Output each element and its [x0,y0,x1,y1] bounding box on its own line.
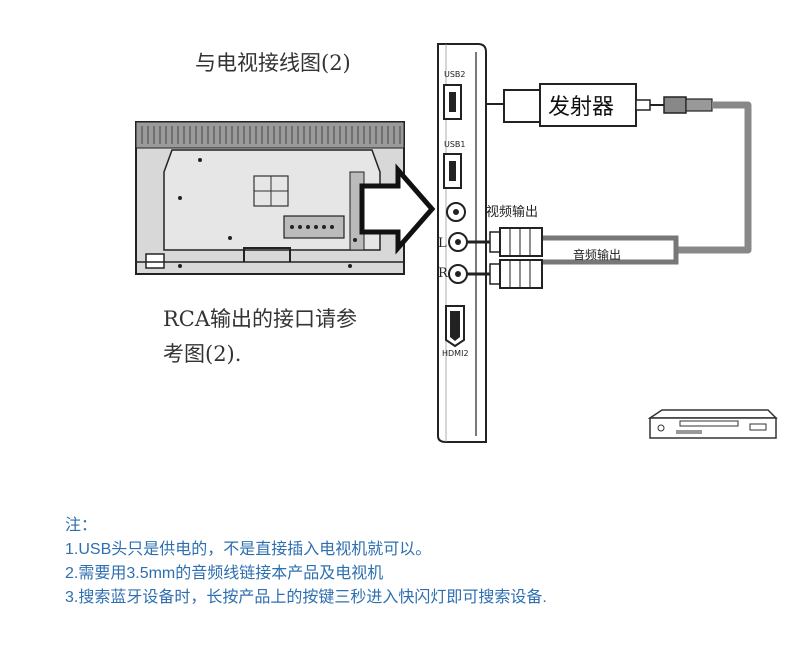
notes-heading: 注： [65,517,98,534]
hdmi-label: HDMI2 [442,349,469,358]
transmitter-label: 发射器 [548,95,614,120]
diagram-title: 与电视接线图(2) [195,51,351,75]
note-item-2: 2.需要用3.5mm的音频线链接本产品及电视机 [65,565,384,582]
note-item-1: 1.USB头只是供电的，不是直接插入电视机就可以。 [65,541,432,558]
transmitter-jack [635,99,651,111]
rca-plug-right [467,259,543,289]
dvd-player-icon [647,409,778,439]
notes-section: 注： 1.USB头只是供电的，不是直接插入电视机就可以。 2.需要用3.5mm的… [65,514,785,610]
audio-right-jack-center [455,271,461,277]
usb1-label: USB1 [444,140,466,149]
rca-plug-left [467,227,543,257]
caption-line-1: RCA输出的接口请参 [163,307,357,331]
hdmi-port-inner [450,311,460,341]
audio-cable-long [676,101,752,254]
usb1-port-inner [449,161,456,181]
pointer-arrow [359,163,436,255]
caption-line-2: 考图(2). [163,342,241,366]
video-rca-jack-center [453,209,459,215]
left-channel-label: L [438,236,447,251]
note-item-3: 3.搜索蓝牙设备时，长按产品上的按键三秒进入快闪灯即可搜索设备. [65,589,547,606]
audio-out-label: 音频输出 [573,247,621,262]
tv-back-illustration [135,121,405,275]
audio-cable-splitter [542,235,679,265]
video-out-label: 视频输出 [486,204,538,220]
audio-left-jack-center [455,239,461,245]
audio-35mm-plug [650,96,713,114]
usb2-port-inner [449,92,456,112]
transmitter-usb-plug [503,89,541,123]
right-channel-label: R [438,266,449,281]
usb2-label: USB2 [444,70,466,79]
